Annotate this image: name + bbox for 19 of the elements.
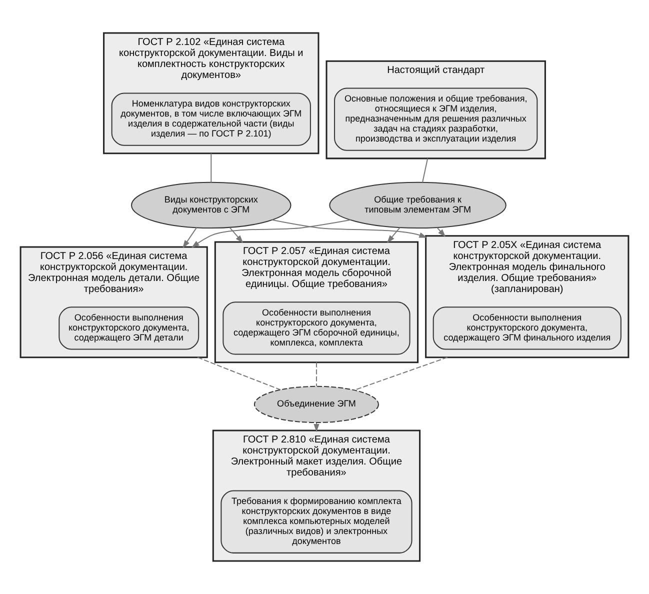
node-box: Требования к формированию комплекта конструкторских документов в виде комплекса компьютерных моделей (различных видов) и электронных документов (220, 490, 412, 554)
node-box: Особенности выполнения конструкторского документа, содержащего ЭГМ финального изделия (432, 306, 622, 350)
arrow (191, 219, 351, 248)
node-box: Особенности выполнения конструкторского документа, содержащего ЭГМ детали (58, 306, 200, 350)
node-box: Особенности выполнения конструкторского документа, содержащего ЭГМ сборочной единицы, комплекса, комплекта (222, 302, 410, 355)
arrow (182, 227, 198, 248)
node-ellipse: Общие требования к типовым элементам ЭГМ (329, 182, 506, 229)
connector (354, 356, 448, 391)
connector (197, 356, 281, 390)
node-box: Номенклатура видов конструкторских документов, в том числе включающих ЭГМ изделия в содержательной части (виды изделия — по ГОСТ Р 2.101) (111, 92, 311, 146)
connector (422, 158, 428, 182)
connector (316, 362, 317, 386)
arrow (386, 227, 400, 244)
connector (210, 153, 212, 182)
node-ellipse: Виды конструкторских документов с ЭГМ (131, 182, 292, 229)
node-box: Основные положения и общие требования, относящиеся к ЭГМ изделия, предназначенным для решения различных задач на стадиях разработки, производства и эксплуатации изделия (334, 88, 538, 151)
arrow (229, 227, 244, 244)
arrow (314, 423, 320, 432)
arrow (272, 219, 428, 238)
